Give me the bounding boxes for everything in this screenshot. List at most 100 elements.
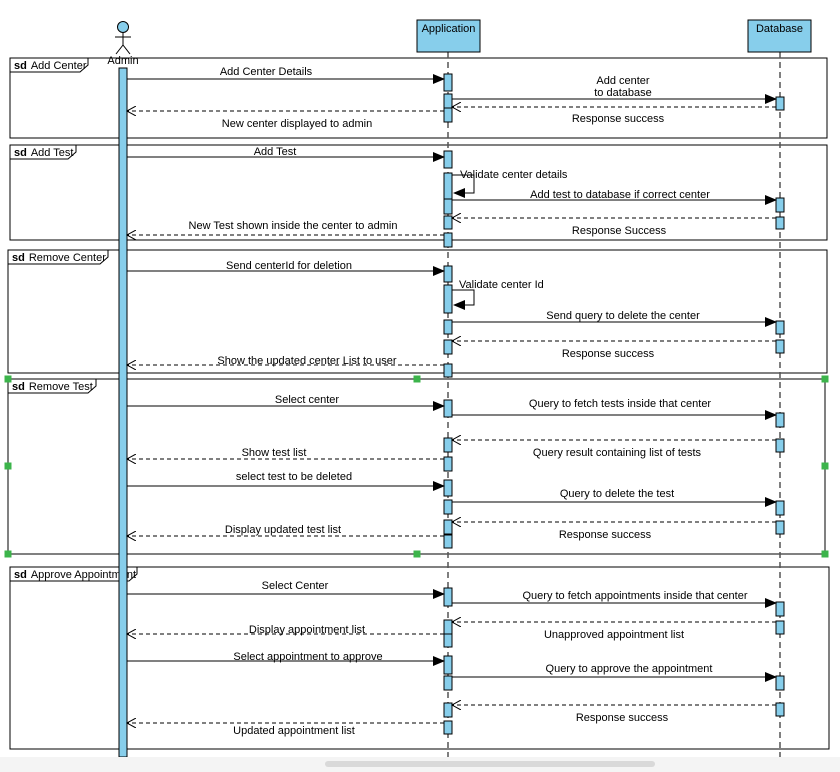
resize-handle[interactable] — [821, 550, 829, 558]
database-activation — [775, 197, 785, 213]
message-label-line: Response success — [562, 348, 655, 360]
application-activation — [443, 107, 453, 123]
fragment-frame[interactable] — [7, 249, 828, 374]
message-label: Response Success — [572, 225, 667, 237]
message-label-line: Unapproved appointment list — [544, 629, 684, 641]
fragment-name: Remove Test — [29, 381, 93, 393]
message-label-line: Validate center details — [460, 169, 568, 181]
database-activation — [775, 216, 785, 230]
application-participant-label: Application — [422, 23, 476, 35]
message-label: Send query to delete the center — [546, 310, 700, 322]
message-label-line: Show the updated center List to user — [217, 355, 397, 367]
application-participant-box[interactable] — [416, 19, 481, 53]
application-activation — [443, 73, 453, 92]
application-activation — [443, 437, 453, 453]
application-activation — [443, 702, 453, 718]
resize-handle[interactable] — [4, 375, 12, 383]
message-label-line: Updated appointment list — [233, 725, 355, 737]
database-activation — [775, 601, 785, 617]
message-label: Response success — [562, 348, 655, 360]
application-activation — [443, 633, 453, 648]
fragment-keyword: sd — [12, 381, 25, 393]
message-label: Send centerId for deletion — [226, 260, 352, 272]
actor-label: Admin — [107, 55, 138, 67]
message-label-line: Response success — [572, 113, 665, 125]
database-activation — [775, 320, 785, 335]
database-activation — [775, 675, 785, 691]
application-activation — [443, 619, 453, 635]
application-activation — [443, 399, 453, 418]
message-label: Query to approve the appointment — [546, 663, 713, 675]
fragment-name: Approve Appointment — [31, 569, 136, 581]
message-label: New Test shown inside the center to admi… — [189, 220, 398, 232]
message-label: Query to fetch appointments inside that … — [522, 590, 747, 602]
message-label: Show test list — [242, 447, 307, 459]
self-message-arrow[interactable] — [452, 174, 475, 198]
application-activation — [443, 198, 453, 215]
horizontal-scrollbar[interactable] — [0, 757, 840, 772]
fragment-title: sd Approve Appointment — [14, 569, 136, 581]
message-label-line: Add Test — [254, 146, 297, 158]
fragment-frame[interactable] — [9, 566, 830, 750]
message-label: Validate center details — [460, 169, 568, 181]
application-activation — [443, 363, 453, 378]
database-activation — [775, 702, 785, 717]
application-activation — [443, 215, 453, 230]
database-participant-box[interactable] — [747, 19, 812, 53]
message-label: Add Test — [254, 146, 297, 158]
application-activation — [443, 232, 453, 248]
message-label-line: Response success — [559, 529, 652, 541]
application-activation — [443, 675, 453, 691]
message-label-line: New Test shown inside the center to admi… — [189, 220, 398, 232]
message-label-line: Add center — [596, 75, 650, 87]
message-label-line: Send centerId for deletion — [226, 260, 352, 272]
resize-handle[interactable] — [413, 550, 421, 558]
actor-right-leg — [122, 44, 131, 55]
fragment-frame[interactable] — [9, 144, 828, 241]
message-label-line: Query to approve the appointment — [546, 663, 713, 675]
fragment-keyword: sd — [14, 569, 27, 581]
message-label-line: Add Center Details — [220, 66, 313, 78]
message-label: select test to be deleted — [236, 471, 352, 483]
resize-handle[interactable] — [821, 462, 829, 470]
self-message-arrow[interactable] — [452, 289, 475, 310]
fragment-frame[interactable] — [9, 57, 828, 139]
message-label-line: Display updated test list — [225, 524, 341, 536]
message-label-line: Query result containing list of tests — [533, 447, 702, 459]
resize-handle[interactable] — [413, 375, 421, 383]
scrollbar-thumb[interactable] — [325, 761, 655, 767]
resize-handle[interactable] — [821, 375, 829, 383]
message-label: Select appointment to approve — [233, 651, 382, 663]
database-activation — [775, 620, 785, 635]
message-label: Updated appointment list — [233, 725, 355, 737]
database-activation — [775, 520, 785, 535]
message-label-line: Select Center — [262, 580, 329, 592]
application-activation — [443, 587, 453, 607]
message-label-line: Response success — [576, 712, 669, 724]
application-activation — [443, 265, 453, 283]
resize-handle[interactable] — [4, 462, 12, 470]
application-activation — [443, 519, 453, 535]
fragment-name: Add Center — [31, 60, 87, 72]
database-activation — [775, 96, 785, 111]
application-activation — [443, 655, 453, 675]
message-label: Validate center Id — [459, 279, 544, 291]
application-activation — [443, 499, 453, 515]
message-label: Add Center Details — [220, 66, 313, 78]
application-activation — [443, 456, 453, 472]
fragment-title: sd Remove Test — [12, 381, 93, 393]
message-label-line: Response Success — [572, 225, 667, 237]
message-label-line: Send query to delete the center — [546, 310, 700, 322]
fragment-keyword: sd — [12, 252, 25, 264]
database-participant-label: Database — [756, 23, 803, 35]
message-label: Response success — [576, 712, 669, 724]
fragment-keyword: sd — [14, 60, 27, 72]
message-label-line: Query to fetch appointments inside that … — [522, 590, 747, 602]
application-activation — [443, 319, 453, 335]
fragment-tab — [10, 58, 89, 73]
resize-handle[interactable] — [4, 550, 12, 558]
